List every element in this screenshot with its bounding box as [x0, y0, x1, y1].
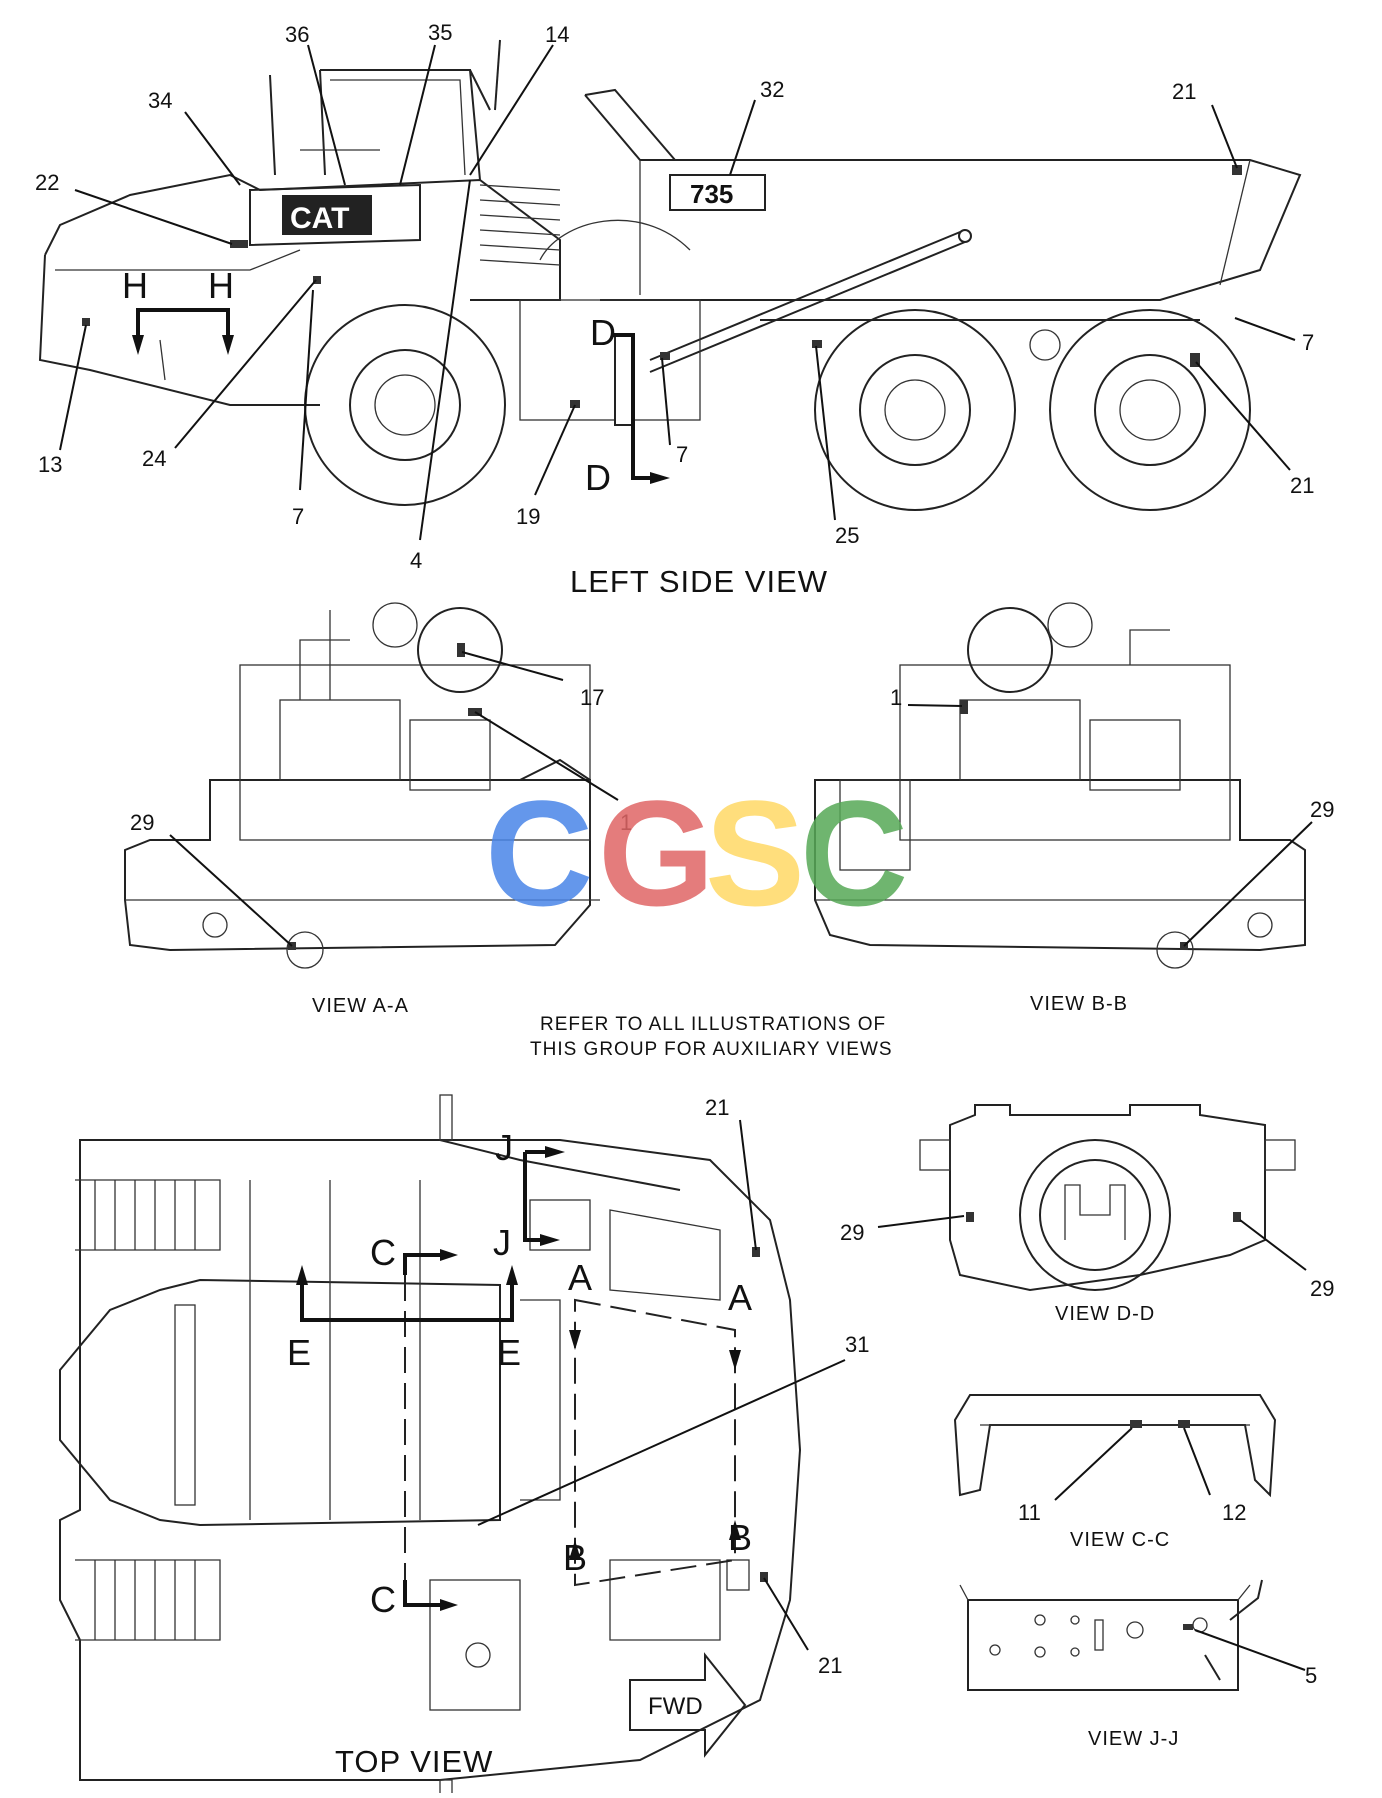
- section-c-marker: [403, 1253, 440, 1607]
- cat-logo: CAT: [290, 202, 349, 235]
- watermark-letter-2: G: [598, 769, 715, 937]
- section-d-bottom: D: [585, 457, 611, 498]
- view-d-d: 29 29 VIEW D-D: [840, 1104, 1334, 1325]
- callout-35: 35: [428, 20, 452, 45]
- callout-31: 31: [845, 1332, 869, 1357]
- section-h-left: H: [122, 265, 148, 306]
- section-j-marker: [523, 1150, 545, 1242]
- fwd-label: FWD: [648, 1693, 703, 1720]
- view-c-c: 11 12 VIEW C-C: [953, 1394, 1277, 1551]
- model-number: 735: [690, 179, 733, 209]
- callout-21-d: 21: [818, 1653, 842, 1678]
- watermark-letter-3: S: [705, 769, 805, 937]
- section-j-top: J: [495, 1127, 513, 1168]
- rear-wheel-back: [1049, 309, 1251, 511]
- section-a-left: A: [568, 1257, 592, 1298]
- callout-1-b: 1: [890, 685, 902, 710]
- cat-logo-decal: [282, 195, 372, 235]
- section-ab-region: [574, 1298, 736, 1587]
- callout-29-b: 29: [1310, 797, 1334, 822]
- section-e-left: E: [287, 1332, 311, 1373]
- section-h-right: H: [208, 265, 234, 306]
- callout-4: 4: [410, 548, 422, 573]
- top-view-title: TOP VIEW: [335, 1744, 493, 1779]
- callout-5: 5: [1305, 1663, 1317, 1688]
- section-h-marker: [136, 308, 230, 335]
- section-c-top: C: [370, 1232, 396, 1273]
- cab-side-panel: [249, 183, 421, 247]
- callout-36: 36: [285, 22, 309, 47]
- watermark-letter-4: C: [800, 769, 908, 937]
- callout-29-a: 29: [130, 810, 154, 835]
- view-a-a: 17 1 29 VIEW A-A: [124, 602, 632, 1017]
- view-c-c-label: VIEW C-C: [1070, 1529, 1170, 1551]
- note-line-2: THIS GROUP FOR AUXILIARY VIEWS: [530, 1039, 893, 1060]
- callout-29-c: 29: [840, 1220, 864, 1245]
- section-d-top: D: [590, 312, 616, 353]
- view-b-b: 1 29 VIEW B-B: [814, 602, 1334, 1015]
- callout-11: 11: [1018, 1500, 1041, 1525]
- callout-17: 17: [580, 685, 604, 710]
- watermark-letter-1: C: [485, 769, 593, 937]
- fwd-arrow-icon: [629, 1652, 747, 1758]
- callout-25: 25: [835, 523, 859, 548]
- callout-7-a: 7: [1302, 330, 1314, 355]
- section-b-left: B: [563, 1537, 587, 1578]
- top-view: C C J J E E A A B B 21 31 21 FWD TOP VIE…: [59, 1094, 869, 1798]
- callout-14: 14: [545, 22, 569, 47]
- rear-wheel-middle: [814, 309, 1016, 511]
- callout-24: 24: [142, 446, 166, 471]
- callout-21-c: 21: [705, 1095, 729, 1120]
- callout-19: 19: [516, 504, 540, 529]
- section-e-marker: [300, 1285, 514, 1322]
- view-b-b-label: VIEW B-B: [1030, 993, 1128, 1015]
- section-j-bottom: J: [493, 1222, 511, 1263]
- callout-21-b: 21: [1290, 473, 1314, 498]
- note-line-1: REFER TO ALL ILLUSTRATIONS OF: [540, 1014, 886, 1035]
- callout-7-c: 7: [676, 442, 688, 467]
- front-wheel: [304, 304, 506, 506]
- callout-7-b: 7: [292, 504, 304, 529]
- view-a-a-label: VIEW A-A: [312, 995, 409, 1017]
- left-side-view: 735 CAT: [35, 20, 1314, 599]
- hitch-plate: [614, 334, 634, 426]
- callout-29-d: 29: [1310, 1276, 1334, 1301]
- view-j-j-label: VIEW J-J: [1088, 1728, 1179, 1750]
- callout-34: 34: [148, 88, 172, 113]
- section-a-right: A: [728, 1277, 752, 1318]
- callout-21-a: 21: [1172, 79, 1196, 104]
- callout-32: 32: [760, 77, 784, 102]
- callout-22: 22: [35, 170, 59, 195]
- section-c-bottom: C: [370, 1579, 396, 1620]
- left-side-view-title: LEFT SIDE VIEW: [570, 564, 828, 599]
- callout-12: 12: [1222, 1500, 1246, 1525]
- view-d-d-label: VIEW D-D: [1055, 1303, 1155, 1325]
- callout-13: 13: [38, 452, 62, 477]
- section-b-right: B: [728, 1517, 752, 1558]
- section-e-right: E: [497, 1332, 521, 1373]
- callout-1-a: 1: [620, 810, 632, 835]
- section-d-marker: [613, 333, 650, 480]
- view-j-j: 5 VIEW J-J: [959, 1579, 1317, 1750]
- model-plate: [669, 174, 766, 211]
- cgsc-watermark: C G S C: [485, 769, 908, 937]
